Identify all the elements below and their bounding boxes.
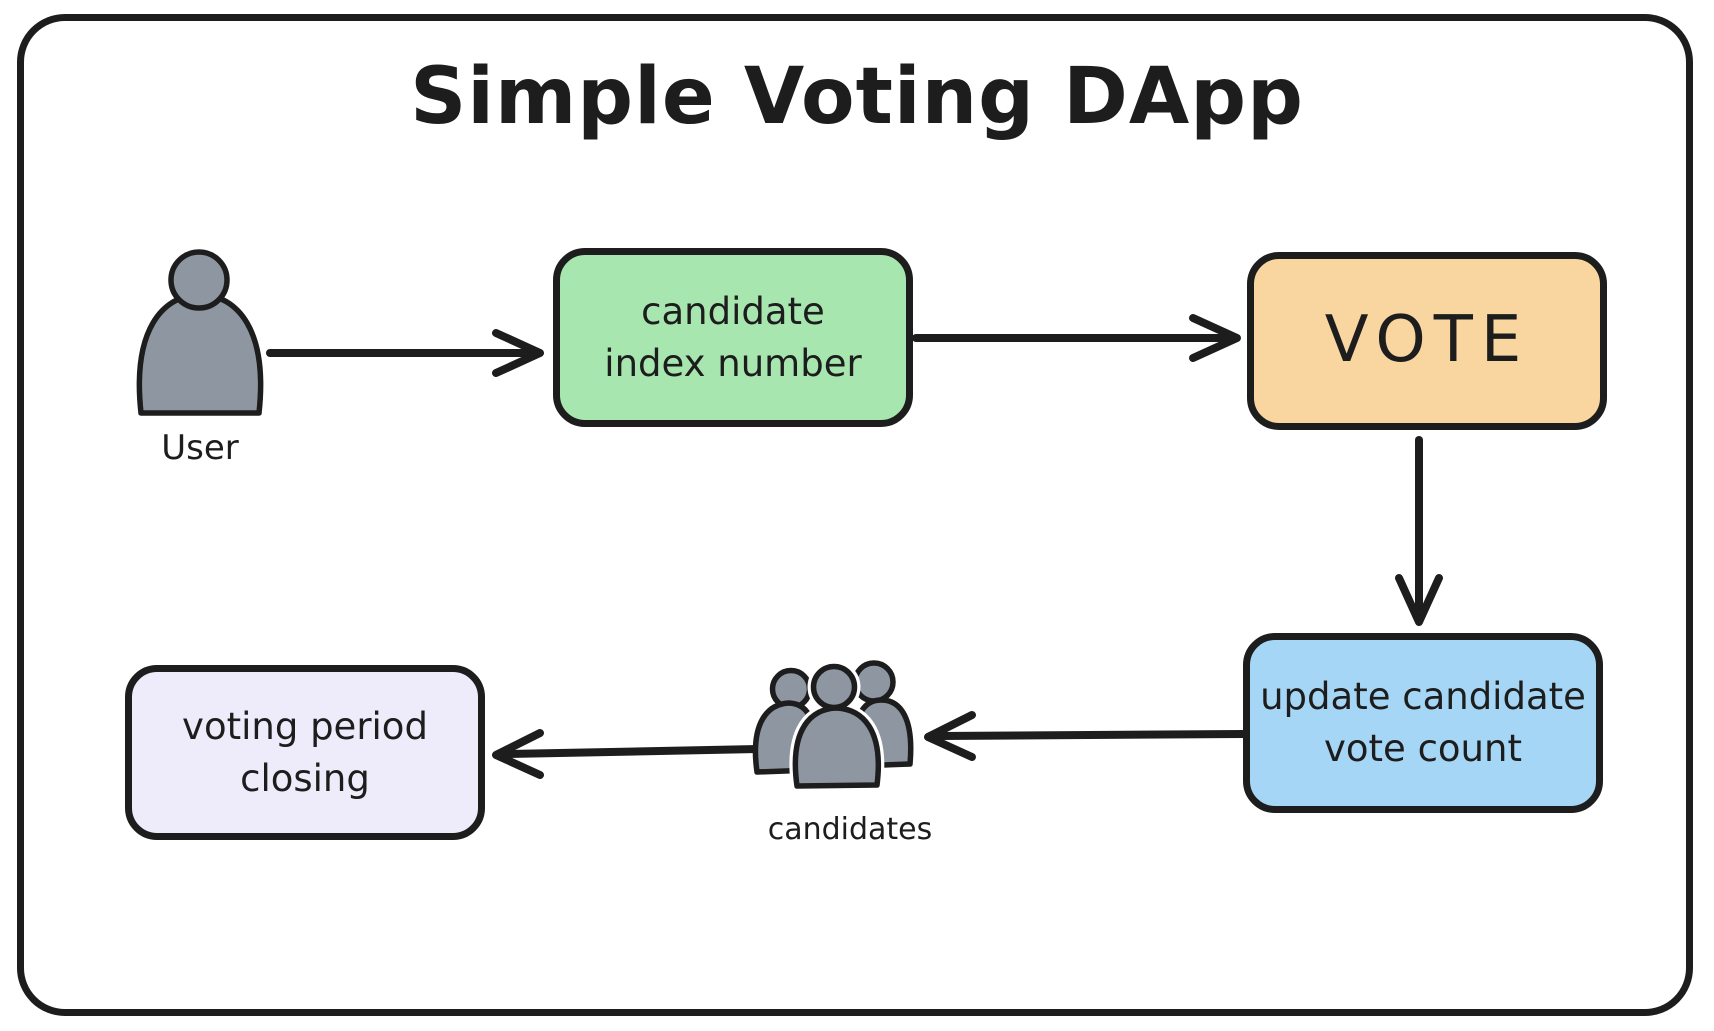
arrow-update-to-candidates-icon	[924, 711, 1247, 761]
node-vote: VOTE	[1247, 252, 1607, 430]
diagram-title: Simple Voting DApp	[410, 52, 1304, 142]
node-candidate-index-number: candidate index number	[553, 248, 913, 427]
user-icon	[136, 249, 264, 416]
arrow-user-to-index-icon	[266, 329, 544, 377]
user-actor-label: User	[161, 428, 239, 468]
node-update-candidate-vote-count: update candidate vote count	[1243, 633, 1603, 813]
diagram-frame	[17, 14, 1693, 1016]
candidates-actor-label: candidates	[767, 812, 933, 847]
candidates-icon	[752, 660, 914, 792]
node-voting-period-closing: voting period closing	[125, 665, 485, 840]
arrow-vote-to-update-icon	[1395, 436, 1443, 626]
arrow-candidates-to-closing-icon	[492, 729, 762, 779]
arrow-index-to-vote-icon	[912, 314, 1241, 362]
